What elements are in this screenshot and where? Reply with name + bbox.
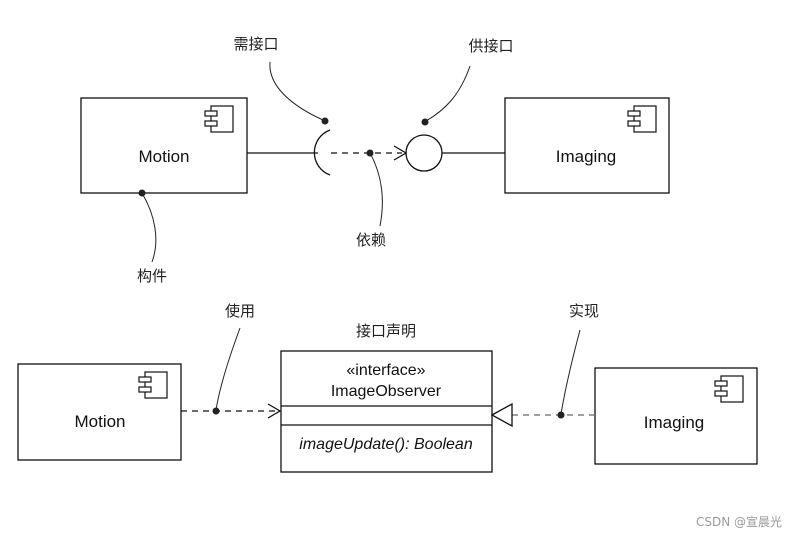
provided-interface-lollipop [405,134,443,172]
bottom-imaging-component: Imaging [594,367,758,465]
callout-component: 构件 [137,267,167,285]
top-motion-component: Motion [80,97,248,194]
callout-usage: 使用 [225,302,255,320]
top-motion-label: Motion [138,147,189,166]
top-imaging-label: Imaging [556,147,616,166]
interface-name: ImageObserver [331,383,442,400]
callout-dependency: 依赖 [356,231,386,249]
usage-arrowhead [267,403,282,419]
callout-provided-interface: 供接口 [468,37,513,55]
interface-class-box: «interface» ImageObserver imageUpdate():… [280,350,493,473]
callout-required-interface: 需接口 [233,35,278,53]
bottom-imaging-label: Imaging [644,413,704,432]
callout-realization: 实现 [569,302,599,320]
top-imaging-component: Imaging [504,97,670,194]
interface-operation: imageUpdate(): Boolean [299,436,473,453]
callout-interface-declaration: 接口声明 [356,322,416,340]
watermark: CSDN @宣晨光 [696,514,782,529]
realization-arrowhead [490,402,513,428]
required-interface-socket [313,129,331,176]
bottom-motion-component: Motion [17,363,182,461]
bottom-motion-label: Motion [74,412,125,431]
interface-stereotype: «interface» [346,362,425,379]
